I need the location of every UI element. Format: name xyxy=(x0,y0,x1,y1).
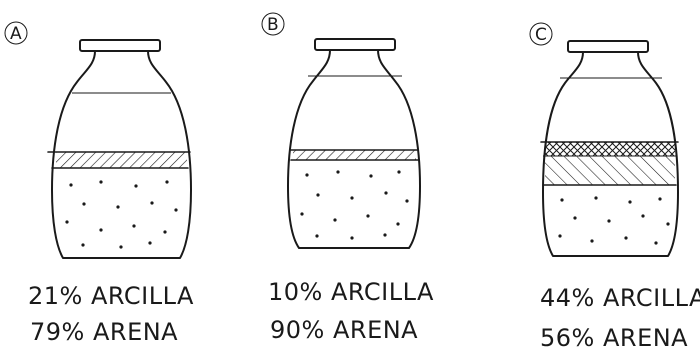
jar-b-sand-layer xyxy=(300,170,408,239)
letter-c-badge: C xyxy=(530,23,552,45)
letter-a: A xyxy=(10,24,22,44)
jar-c-clay-top-layer xyxy=(545,142,675,156)
letter-b-badge: B xyxy=(262,13,284,35)
letter-a-badge: A xyxy=(5,22,27,44)
jar-c: C 44% ARCILLA 56% ARENA xyxy=(530,23,700,352)
jar-c-sand-layer xyxy=(558,196,669,244)
jar-c-clay-layer xyxy=(545,156,675,185)
jar-a-sand-label: 79% ARENA xyxy=(30,318,178,346)
letter-c: C xyxy=(535,25,547,45)
jar-b: B 10% ARCILLA 90% ARENA xyxy=(262,13,434,344)
letter-b: B xyxy=(267,15,279,35)
jar-c-clay-label: 44% ARCILLA xyxy=(540,284,700,312)
jar-a-clay-label: 21% ARCILLA xyxy=(28,282,194,310)
jar-c-lid xyxy=(568,41,648,52)
jar-a-lid xyxy=(80,40,160,51)
jar-b-clay-layer xyxy=(293,150,416,160)
jar-a: A 21% ARCILLA 79% ARENA xyxy=(5,22,194,346)
jar-b-body xyxy=(288,50,420,248)
jar-a-clay-layer xyxy=(56,152,187,168)
jar-b-sand-label: 90% ARENA xyxy=(270,316,418,344)
jar-c-sand-label: 56% ARENA xyxy=(540,324,688,352)
jar-b-clay-label: 10% ARCILLA xyxy=(268,278,434,306)
jar-b-lid xyxy=(315,39,395,50)
jar-a-sand-layer xyxy=(65,180,177,248)
